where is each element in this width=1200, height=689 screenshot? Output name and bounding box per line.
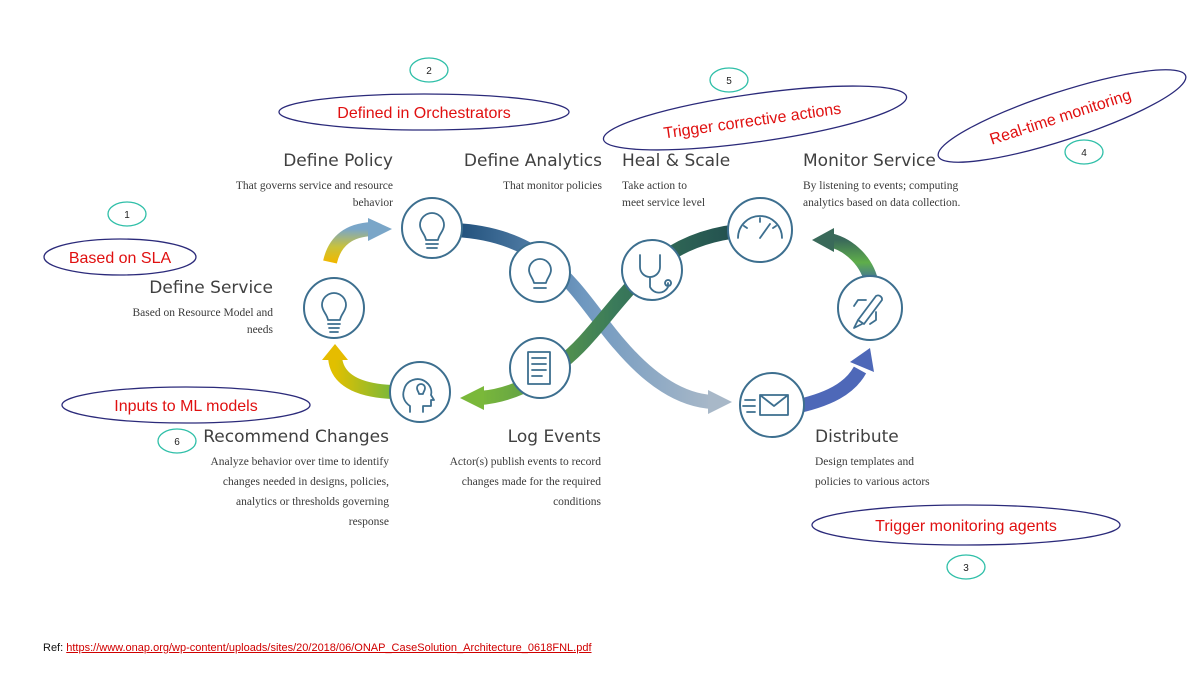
arrowhead-monitor (812, 228, 834, 252)
lightbulb-icon (303, 277, 365, 339)
stage-define-policy: Define Policy That governs service and r… (236, 151, 393, 209)
reference-link[interactable]: https://www.onap.org/wp-content/uploads/… (66, 642, 592, 654)
annotation-text: Based on SLA (69, 250, 172, 267)
annotation-number: 3 (963, 563, 969, 574)
stage-title: Monitor Service (803, 151, 936, 171)
annotation-number-badge (946, 554, 986, 580)
stage-title: Distribute (815, 427, 899, 447)
arrow-policy-to-distribute (454, 223, 713, 409)
rocket-icon (837, 275, 903, 341)
arrowhead-define-policy (368, 218, 392, 241)
stage-desc-line: response (349, 516, 389, 528)
arrowhead-rocket (850, 348, 874, 372)
annotation-text: Trigger monitoring agents (875, 518, 1057, 535)
annotation-4: Real-time monitoring 4 (937, 69, 1187, 165)
stage-define-analytics: Define Analytics That monitor policies (464, 151, 603, 192)
annotation-number: 2 (426, 66, 432, 77)
arrowhead-define-service (322, 344, 348, 360)
stage-title: Define Service (149, 278, 273, 298)
annotation-text: Trigger corrective actions (663, 101, 843, 143)
stage-desc-line: By listening to events; computing (803, 180, 958, 192)
annotation-5: 5 Trigger corrective actions (602, 67, 908, 151)
annotation-ellipse (811, 504, 1121, 546)
annotation-ellipse (937, 69, 1187, 163)
head-lightbulb-icon (389, 361, 451, 423)
annotation-6: Inputs to ML models 6 (61, 386, 311, 454)
stage-title: Recommend Changes (203, 427, 389, 447)
stage-title: Define Policy (283, 151, 393, 171)
annotation-text: Real-time monitoring (988, 87, 1134, 149)
arrow-define-service-to-policy (323, 222, 373, 264)
stage-desc-line: behavior (353, 197, 393, 209)
arrowhead-distribute (708, 390, 732, 414)
annotation-text: Defined in Orchestrators (337, 105, 510, 122)
annotation-3: Trigger monitoring agents 3 (811, 504, 1121, 580)
annotation-number-badge (107, 201, 147, 227)
annotation-number: 1 (124, 210, 130, 221)
annotation-number: 6 (174, 437, 180, 448)
annotation-number: 4 (1081, 148, 1087, 159)
envelope-icon (739, 372, 805, 438)
annotation-ellipse (61, 386, 311, 424)
stage-title: Log Events (508, 427, 601, 447)
stage-desc-line: Actor(s) publish events to record (450, 456, 602, 468)
stage-recommend-changes: Recommend Changes Analyze behavior over … (203, 427, 389, 528)
stage-desc-line: policies to various actors (815, 476, 930, 488)
annotation-1: 1 Based on SLA (43, 201, 197, 276)
gauge-icon (727, 197, 793, 263)
reference-line: Ref: https://www.onap.org/wp-content/upl… (43, 642, 592, 654)
stage-desc-line: meet service level (622, 197, 705, 209)
stage-desc-line: That governs service and resource (236, 180, 393, 192)
annotation-number-badge (1064, 139, 1104, 165)
arrow-recommend-to-define-service (328, 354, 393, 399)
annotation-ellipse (43, 238, 197, 276)
document-icon (509, 337, 571, 399)
annotation-text: Inputs to ML models (114, 398, 257, 415)
stage-desc-line: needs (247, 324, 274, 336)
annotation-number-badge (409, 57, 449, 83)
annotation-ellipse (602, 85, 908, 151)
stage-desc-line: That monitor policies (503, 180, 603, 192)
annotation-number: 5 (726, 76, 732, 87)
stage-desc-line: Design templates and (815, 456, 914, 468)
annotation-number-badge (157, 428, 197, 454)
annotation-number-badge (709, 67, 749, 93)
arrowhead-recommend (460, 386, 484, 410)
stage-heal-scale: Heal & Scale Take action to meet service… (622, 151, 730, 209)
stage-desc-line: analytics or thresholds governing (236, 496, 389, 508)
annotation-2: 2 Defined in Orchestrators (278, 57, 570, 131)
lightbulb-icon (401, 197, 463, 259)
lightbulb-icon (509, 241, 571, 303)
annotation-ellipse (278, 93, 570, 131)
stage-desc-line: conditions (553, 496, 601, 508)
stage-title: Define Analytics (464, 151, 602, 171)
stage-desc-line: analytics based on data collection. (803, 197, 961, 209)
stage-desc-line: changes made for the required (462, 476, 601, 488)
stage-define-service: Define Service Based on Resource Model a… (132, 278, 273, 336)
stage-monitor-service: Monitor Service By listening to events; … (803, 151, 961, 209)
stage-log-events: Log Events Actor(s) publish events to re… (450, 427, 602, 508)
stage-distribute: Distribute Design templates and policies… (815, 427, 930, 488)
stage-desc-line: Analyze behavior over time to identify (210, 456, 389, 468)
stage-desc-line: Take action to (622, 180, 687, 192)
reference-prefix: Ref: (43, 642, 64, 654)
stethoscope-icon (621, 239, 683, 301)
stage-desc-line: changes needed in designs, policies, (223, 476, 389, 488)
stage-title: Heal & Scale (622, 151, 730, 171)
stage-desc-line: Based on Resource Model and (132, 307, 273, 319)
